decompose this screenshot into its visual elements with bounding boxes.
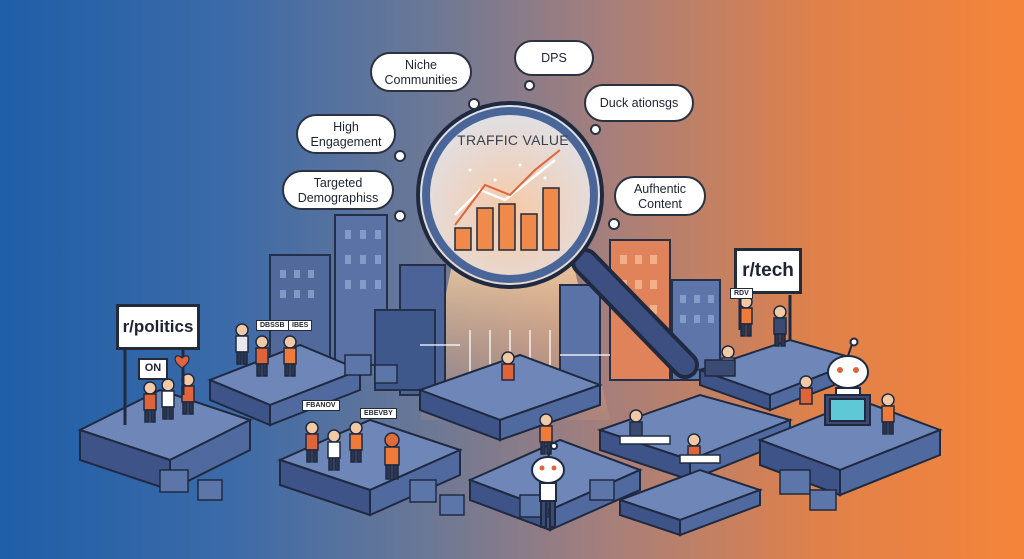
heart-icon [174,355,190,369]
protest-sign: DBSSB [256,320,289,331]
protest-sign: RDV [730,288,753,299]
bubble-text: Aufhentic [633,182,687,196]
bubble-text: Engagement [310,135,382,149]
bubble-text: Targeted [313,176,363,190]
bubble-tail [394,150,406,162]
bubble-authentic-content: Aufhentic Content [614,176,706,216]
bubble-text: Content [638,197,682,211]
bubble-text: Duck ationsgs [599,96,679,110]
bubble-high-engagement: High Engagement [296,114,396,154]
bubble-text: Communities [384,73,458,87]
bubble-duck-actions: Duck ationsgs [584,84,694,122]
bubble-niche-communities: Niche Communities [370,52,472,92]
protest-sign: EBEVBY [360,408,397,419]
lens-trend-line [454,159,556,216]
sign-r-politics: r/politics [116,304,200,350]
bubble-tail [590,124,601,135]
bubble-text: Niche [405,58,437,72]
people-group [143,295,895,480]
protest-sign: FBANOV [302,400,340,411]
lens-bar-chart [454,187,560,251]
bubble-tail [394,210,406,222]
sign-on: ON [138,358,168,380]
bubble-tail [524,80,535,91]
bubble-dps: DPS [514,40,594,76]
bubble-targeted-demographics: Targeted Demographiss [282,170,394,210]
lens-title: TRAFFIC VALUE [457,132,569,148]
lens-trend-line [454,149,561,226]
bubble-tail [468,98,480,110]
bubble-tail [608,218,620,230]
bubble-text: High [333,120,359,134]
bubble-text: DPS [541,51,567,65]
mascot-icon [531,442,565,528]
sign-r-tech: r/tech [734,248,802,294]
mascot-icon [824,337,871,426]
protest-sign: IBES [288,320,313,331]
bubble-text: Demographiss [297,191,379,205]
